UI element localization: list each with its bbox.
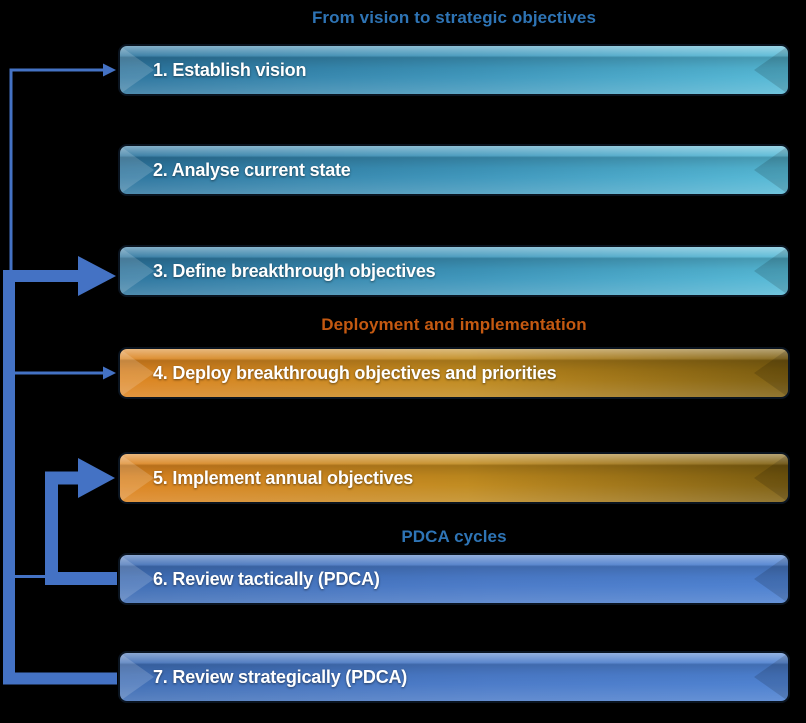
- step-label-6: 6. Review tactically (PDCA): [153, 568, 380, 589]
- arrow-line-from-step7-to-step3: [3, 270, 117, 685]
- arrow-line-to-step1: [9, 68, 104, 270]
- step-bar-2: 2. Analyse current state: [118, 144, 790, 196]
- step-bar-5: 5. Implement annual objectives: [118, 452, 790, 504]
- arrow-line-step6-to-step5: [45, 471, 117, 585]
- section-header-vision: From vision to strategic objectives: [311, 8, 597, 27]
- step-label-2: 2. Analyse current state: [153, 159, 351, 180]
- step-bar-3: 3. Define breakthrough objectives: [118, 245, 790, 297]
- step-bar-6: 6. Review tactically (PDCA): [118, 553, 790, 605]
- section-header-deployment: Deployment and implementation: [321, 315, 587, 334]
- step-bar-4: 4. Deploy breakthrough objectives and pr…: [118, 347, 790, 399]
- step-label-3: 3. Define breakthrough objectives: [153, 260, 436, 281]
- section-header-pdca: PDCA cycles: [401, 527, 507, 546]
- step-label-7: 7. Review strategically (PDCA): [153, 666, 408, 687]
- step-bar-7: 7. Review strategically (PDCA): [118, 651, 790, 703]
- arrowhead-step1-icon: [103, 63, 116, 77]
- step-bar-1: 1. Establish vision: [118, 44, 790, 96]
- arrowhead-step5-icon: [78, 458, 115, 498]
- step-label-4: 4. Deploy breakthrough objectives and pr…: [153, 362, 557, 383]
- step-label-1: 1. Establish vision: [153, 59, 307, 80]
- arrowhead-step4-icon: [103, 366, 116, 380]
- step-label-5: 5. Implement annual objectives: [153, 467, 414, 488]
- arrowhead-step3-icon: [78, 256, 116, 296]
